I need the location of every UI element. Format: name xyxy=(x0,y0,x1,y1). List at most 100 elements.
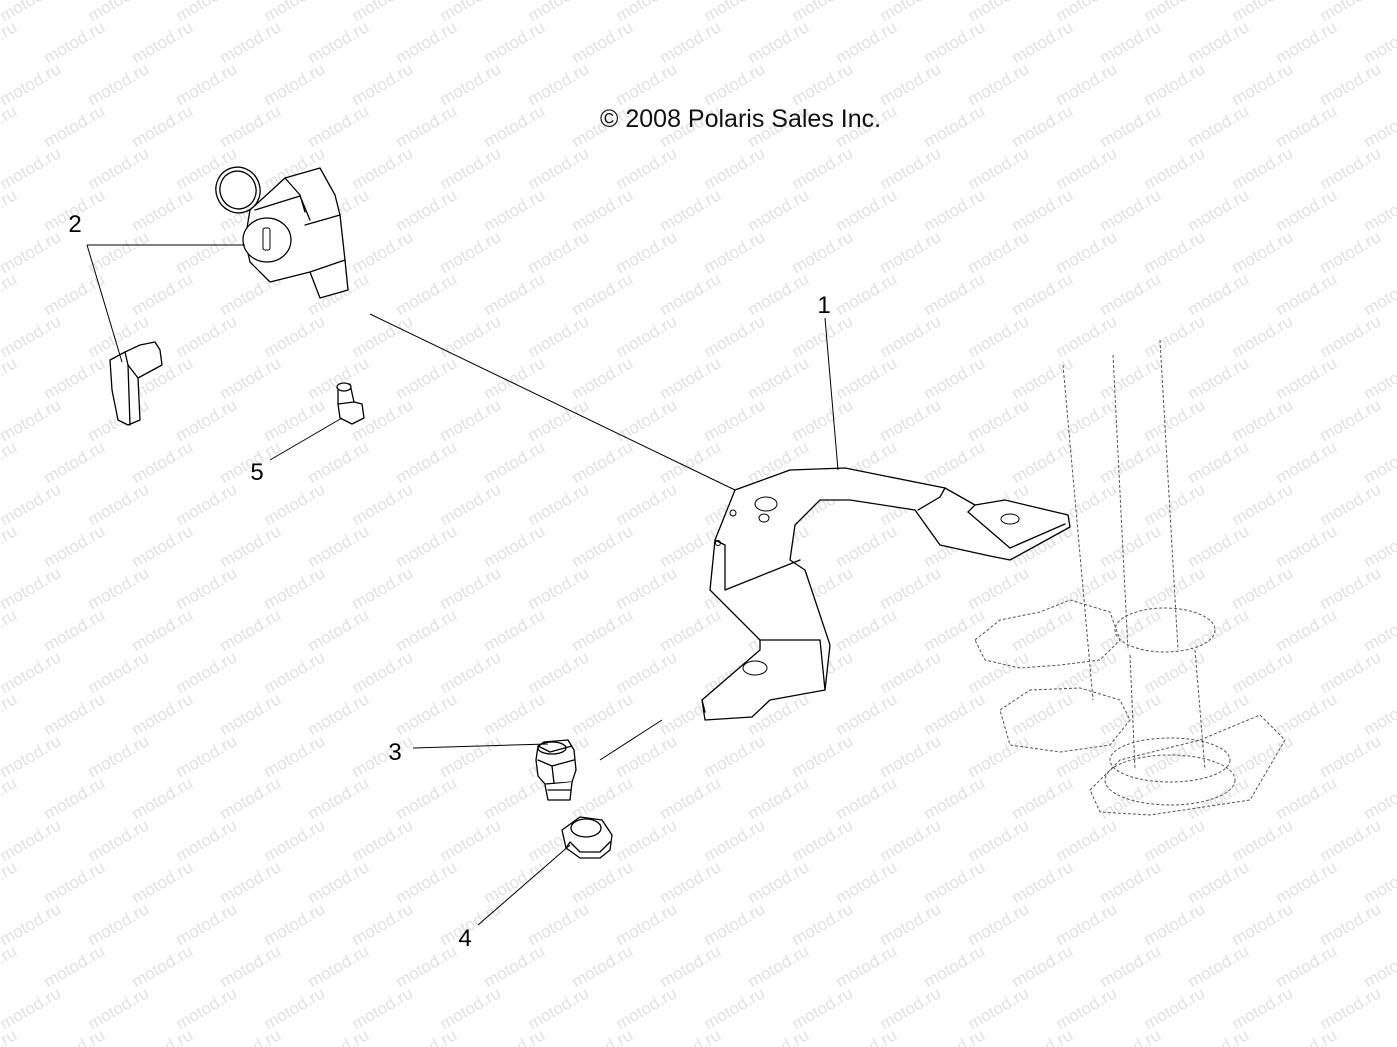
watermark-text: motod.ru xyxy=(349,983,417,1033)
watermark-text: motod.ru xyxy=(833,605,901,655)
watermark-text: motod.ru xyxy=(921,941,989,991)
watermark-text: motod.ru xyxy=(1053,59,1121,109)
watermark-text: motod.ru xyxy=(1229,815,1297,865)
watermark-text: motod.ru xyxy=(701,983,769,1033)
bolt-part xyxy=(535,739,577,801)
watermark-text: motod.ru xyxy=(173,983,241,1033)
watermark-text: motod.ru xyxy=(1141,395,1209,445)
watermark-text: motod.ru xyxy=(833,521,901,571)
watermark-text: motod.ru xyxy=(525,647,593,697)
watermark-text: motod.ru xyxy=(877,227,945,277)
watermark-text: motod.ru xyxy=(877,983,945,1033)
watermark-text: motod.ru xyxy=(481,773,549,823)
callout-3-label: 3 xyxy=(388,739,401,766)
watermark-text: motod.ru xyxy=(745,353,813,403)
watermark-text: motod.ru xyxy=(393,605,461,655)
watermark-text: motod.ru xyxy=(1185,605,1253,655)
watermark-text: motod.ru xyxy=(1097,689,1165,739)
watermark-text: motod.ru xyxy=(217,689,285,739)
watermark-text: motod.ru xyxy=(877,311,945,361)
watermark-text: motod.ru xyxy=(173,479,241,529)
watermark-text: motod.ru xyxy=(613,479,681,529)
watermark-text: motod.ru xyxy=(349,227,417,277)
watermark-text: motod.ru xyxy=(745,17,813,67)
watermark-text: motod.ru xyxy=(613,563,681,613)
ignition-switch-part xyxy=(215,166,349,299)
watermark-text: motod.ru xyxy=(1097,101,1165,151)
watermark-text: motod.ru xyxy=(393,185,461,235)
watermark-text: motod.ru xyxy=(921,773,989,823)
watermark-text: motod.ru xyxy=(173,815,241,865)
watermark-text: motod.ru xyxy=(1141,59,1209,109)
watermark-text: motod.ru xyxy=(657,605,725,655)
watermark-text: motod.ru xyxy=(1273,1025,1341,1047)
watermark-text: motod.ru xyxy=(349,899,417,949)
watermark-text: motod.ru xyxy=(261,647,329,697)
watermark-text: motod.ru xyxy=(613,143,681,193)
watermark-text: motod.ru xyxy=(1273,521,1341,571)
watermark-text: motod.ru xyxy=(1229,647,1297,697)
watermark-text: motod.ru xyxy=(1141,143,1209,193)
watermark-text: motod.ru xyxy=(1361,605,1397,655)
pin-part xyxy=(336,382,365,425)
callout-1-label: 1 xyxy=(817,292,830,319)
watermark-text: motod.ru xyxy=(85,815,153,865)
watermark-text: motod.ru xyxy=(1273,101,1341,151)
watermark-text: motod.ru xyxy=(1009,185,1077,235)
watermark-text: motod.ru xyxy=(921,1025,989,1047)
watermark-text: motod.ru xyxy=(481,185,549,235)
watermark-text: motod.ru xyxy=(129,101,197,151)
watermark-text: motod.ru xyxy=(129,773,197,823)
watermark-text: motod.ru xyxy=(965,395,1033,445)
watermark-text: motod.ru xyxy=(1317,59,1385,109)
watermark-text: motod.ru xyxy=(41,353,109,403)
watermark-text: motod.ru xyxy=(877,143,945,193)
watermark-text: motod.ru xyxy=(41,269,109,319)
watermark-text: motod.ru xyxy=(173,899,241,949)
watermark-text: motod.ru xyxy=(745,773,813,823)
watermark-text: motod.ru xyxy=(393,1025,461,1047)
watermark-text: motod.ru xyxy=(1009,1025,1077,1047)
watermark-text: motod.ru xyxy=(481,941,549,991)
watermark-text: motod.ru xyxy=(217,521,285,571)
watermark-text: motod.ru xyxy=(657,185,725,235)
callout-5-label: 5 xyxy=(250,459,263,486)
watermark-text: motod.ru xyxy=(1229,311,1297,361)
watermark-text: motod.ru xyxy=(1097,773,1165,823)
watermark-text: motod.ru xyxy=(437,311,505,361)
watermark-text: motod.ru xyxy=(349,479,417,529)
watermark-text: motod.ru xyxy=(1141,227,1209,277)
watermark-text: motod.ru xyxy=(789,983,857,1033)
watermark-text: motod.ru xyxy=(657,857,725,907)
watermark-text: motod.ru xyxy=(129,437,197,487)
leader-lines xyxy=(86,244,839,926)
watermark-text: motod.ru xyxy=(965,731,1033,781)
watermark-text: motod.ru xyxy=(921,185,989,235)
watermark-text: motod.ru xyxy=(1097,521,1165,571)
watermark-text: motod.ru xyxy=(393,689,461,739)
watermark-text: motod.ru xyxy=(701,311,769,361)
watermark-text: motod.ru xyxy=(1273,941,1341,991)
watermark-text: motod.ru xyxy=(0,185,20,235)
watermark-text: motod.ru xyxy=(745,857,813,907)
watermark-text: motod.ru xyxy=(833,941,901,991)
watermark-text: motod.ru xyxy=(1229,227,1297,277)
watermark-text: motod.ru xyxy=(1141,815,1209,865)
watermark-text: motod.ru xyxy=(129,605,197,655)
watermark-text: motod.ru xyxy=(393,773,461,823)
watermark-text: motod.ru xyxy=(173,311,241,361)
watermark-text: motod.ru xyxy=(1317,143,1385,193)
watermark-text: motod.ru xyxy=(349,647,417,697)
watermark-text: motod.ru xyxy=(877,395,945,445)
watermark-text: motod.ru xyxy=(173,395,241,445)
watermark-text: motod.ru xyxy=(833,353,901,403)
watermark-text: motod.ru xyxy=(877,563,945,613)
watermark-text: motod.ru xyxy=(437,479,505,529)
watermark-text: motod.ru xyxy=(1009,605,1077,655)
watermark-text: motod.ru xyxy=(613,899,681,949)
watermark-text: motod.ru xyxy=(921,353,989,403)
watermark-text: motod.ru xyxy=(41,1025,109,1047)
watermark-text: motod.ru xyxy=(173,731,241,781)
watermark-text: motod.ru xyxy=(393,269,461,319)
